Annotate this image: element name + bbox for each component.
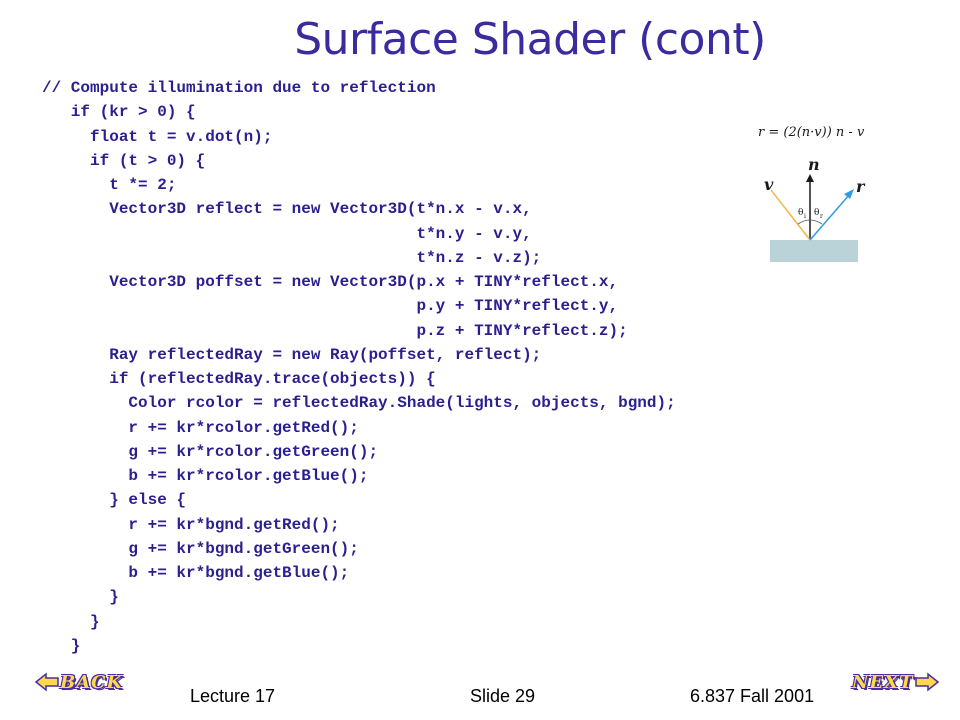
code-line: Color rcolor = reflectedRay.Shade(lights… bbox=[42, 394, 676, 413]
code-line: // Compute illumination due to reflectio… bbox=[42, 79, 436, 97]
code-line: if (reflectedRay.trace(objects)) { bbox=[42, 370, 436, 388]
code-line: b += kr*bgnd.getBlue(); bbox=[42, 564, 350, 582]
code-line: b += kr*rcolor.getBlue(); bbox=[42, 467, 369, 485]
label-n: n bbox=[808, 155, 820, 174]
code-line: if (t > 0) { bbox=[42, 151, 206, 170]
theta-i-symbol: θ bbox=[798, 208, 803, 218]
code-line: if (kr > 0) { bbox=[42, 103, 196, 122]
surface bbox=[770, 240, 858, 262]
reflected-arrowhead bbox=[844, 189, 854, 199]
code-line: t *= 2; bbox=[42, 176, 177, 194]
footer-lecture: Lecture 17 bbox=[190, 686, 276, 706]
code-line: g += kr*bgnd.getGreen(); bbox=[42, 539, 359, 558]
arrow-right-icon bbox=[914, 672, 939, 692]
code-line: } bbox=[42, 588, 119, 607]
reflection-diagram: r = (2(n·v)) n - v v n r θ i θ r bbox=[752, 118, 882, 268]
incident-vector bbox=[770, 189, 811, 241]
arrow-left-icon bbox=[34, 672, 59, 692]
slide-title: Surface Shader (cont) bbox=[294, 14, 766, 65]
code-block: // Compute illumination due to reflectio… bbox=[42, 76, 676, 658]
theta-r-subscript: r bbox=[820, 213, 823, 220]
code-line: Ray reflectedRay = new Ray(poffset, refl… bbox=[42, 345, 542, 364]
back-label: BACK bbox=[60, 671, 124, 693]
code-line: Vector3D poffset = new Vector3D(p.x + TI… bbox=[42, 273, 619, 291]
footer-course: 6.837 Fall 2001 bbox=[690, 686, 815, 706]
next-label: NEXT bbox=[852, 671, 914, 693]
code-line: p.y + TINY*reflect.y, bbox=[42, 297, 619, 316]
code-line: } bbox=[42, 612, 100, 631]
reflected-vector bbox=[809, 193, 851, 241]
theta-r-symbol: θ bbox=[814, 208, 819, 218]
code-line: r += kr*bgnd.getRed(); bbox=[42, 515, 340, 534]
code-line: g += kr*rcolor.getGreen(); bbox=[42, 442, 379, 461]
code-line: float t = v.dot(n); bbox=[42, 127, 273, 146]
reflection-formula: r = (2(n·v)) n - v bbox=[758, 125, 865, 140]
reflection-diagram-svg: r = (2(n·v)) n - v v n r θ i θ r bbox=[758, 125, 866, 262]
code-line: } bbox=[42, 636, 81, 655]
label-r: r bbox=[856, 177, 866, 196]
code-line: Vector3D reflect = new Vector3D(t*n.x - … bbox=[42, 200, 532, 219]
code-line: p.z + TINY*reflect.z); bbox=[42, 321, 628, 340]
code-line: t*n.y - v.y, bbox=[42, 224, 532, 243]
footer-slide-number: Slide 29 bbox=[470, 686, 536, 706]
angle-arcs bbox=[797, 219, 823, 225]
code-line: t*n.z - v.z); bbox=[42, 248, 542, 267]
label-v: v bbox=[764, 175, 774, 194]
back-button[interactable]: BACK bbox=[34, 668, 123, 696]
next-button[interactable]: NEXT bbox=[852, 668, 940, 696]
code-line: r += kr*rcolor.getRed(); bbox=[42, 418, 359, 437]
code-line: } else { bbox=[42, 491, 187, 510]
normal-arrowhead bbox=[806, 174, 814, 182]
theta-i-subscript: i bbox=[804, 213, 806, 220]
